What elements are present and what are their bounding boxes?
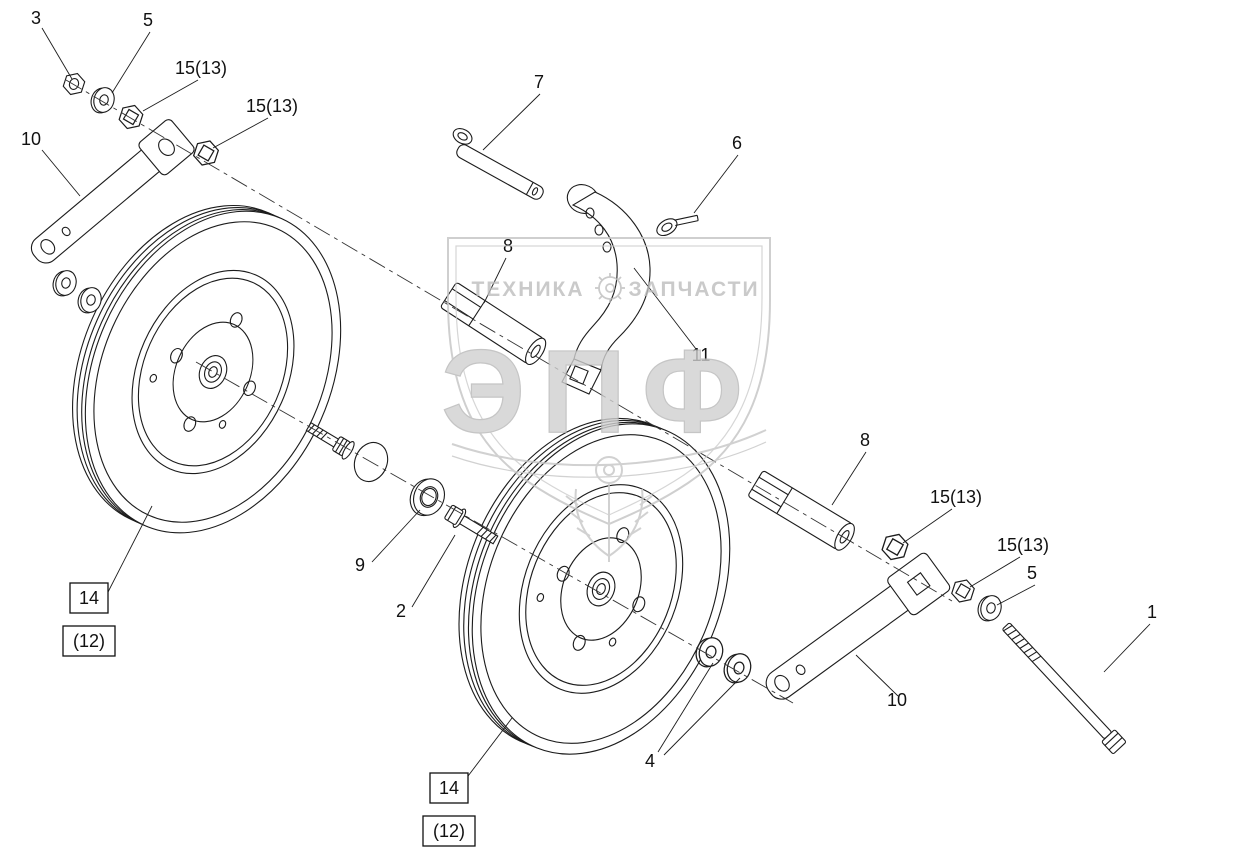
watermark-wheat-emblem bbox=[565, 456, 653, 562]
callout-10-b: 10 bbox=[887, 690, 907, 710]
callout-7: 7 bbox=[534, 72, 544, 92]
ref-box-14-left-label: 14 bbox=[79, 588, 99, 608]
square-bore-nut-15-d bbox=[949, 576, 977, 606]
ref-box-12-left-label: (12) bbox=[73, 631, 105, 651]
callout-8-b: 8 bbox=[860, 430, 870, 450]
washer-9 bbox=[409, 478, 446, 517]
watermark-text-left: ТЕХНИКА bbox=[471, 278, 584, 301]
callout-15-c: 15(13) bbox=[930, 487, 982, 507]
washer-under-arm-b bbox=[74, 284, 105, 317]
square-bore-nut-15-a bbox=[116, 101, 146, 133]
callout-15-a: 15(13) bbox=[175, 58, 227, 78]
callout-9: 9 bbox=[355, 555, 365, 575]
callout-5-a: 5 bbox=[143, 10, 153, 30]
watermark-text-right: ЗАПЧАСТИ bbox=[628, 278, 759, 301]
washer-5-right bbox=[974, 592, 1005, 625]
ref-box-14-left: 14 bbox=[69, 582, 109, 614]
axis-line-wheel-centers bbox=[195, 361, 794, 704]
ref-box-12-left: (12) bbox=[62, 625, 116, 657]
washer-under-arm-a bbox=[49, 267, 80, 300]
washer-5-left bbox=[87, 84, 118, 117]
callout-4: 4 bbox=[645, 751, 655, 771]
lynch-clip-6 bbox=[656, 214, 699, 237]
ref-box-12-bottom: (12) bbox=[422, 815, 476, 847]
long-bolt-1 bbox=[1002, 622, 1127, 754]
axis-line-upper bbox=[65, 79, 953, 602]
watermark-logo-text: ЭПФ bbox=[441, 326, 758, 458]
callout-15-b: 15(13) bbox=[246, 96, 298, 116]
ref-box-14-bottom-label: 14 bbox=[439, 778, 459, 798]
callout-10-a: 10 bbox=[21, 129, 41, 149]
square-bore-nut-15-b bbox=[191, 136, 221, 170]
bracket-arm-lower-right bbox=[765, 552, 951, 700]
boxed-reference-labels: 14 (12) 14 (12) bbox=[62, 582, 476, 847]
callout-11: 11 bbox=[692, 345, 711, 365]
bracket-arm-upper-left bbox=[30, 119, 195, 264]
ref-box-12-bottom-label: (12) bbox=[433, 821, 465, 841]
leader-lines bbox=[41, 27, 1151, 785]
watermark: ТЕХНИКА ЗАПЧАСТИ ЭПФ bbox=[441, 237, 771, 562]
callout-15-d: 15(13) bbox=[997, 535, 1049, 555]
small-bolt-with-washer bbox=[305, 421, 355, 460]
bushing-8-lower bbox=[747, 469, 859, 554]
watermark-gear-icon bbox=[595, 273, 625, 303]
assembly-axis-lines bbox=[65, 79, 953, 704]
square-bore-nut-15-c bbox=[879, 530, 911, 564]
hex-nut-3 bbox=[61, 70, 87, 98]
callout-3: 3 bbox=[31, 8, 41, 28]
callout-2: 2 bbox=[396, 601, 406, 621]
curved-link-11 bbox=[561, 184, 651, 395]
pivot-pin-7 bbox=[452, 128, 544, 200]
hex-bolt-2 bbox=[444, 504, 499, 545]
callout-labels: 3 5 15(13) 15(13) 10 7 6 8 11 8 15(13) 1… bbox=[21, 8, 1157, 771]
callout-5-b: 5 bbox=[1027, 563, 1037, 583]
callout-6: 6 bbox=[732, 133, 742, 153]
callout-1: 1 bbox=[1147, 602, 1157, 622]
ref-box-14-bottom: 14 bbox=[429, 772, 469, 804]
